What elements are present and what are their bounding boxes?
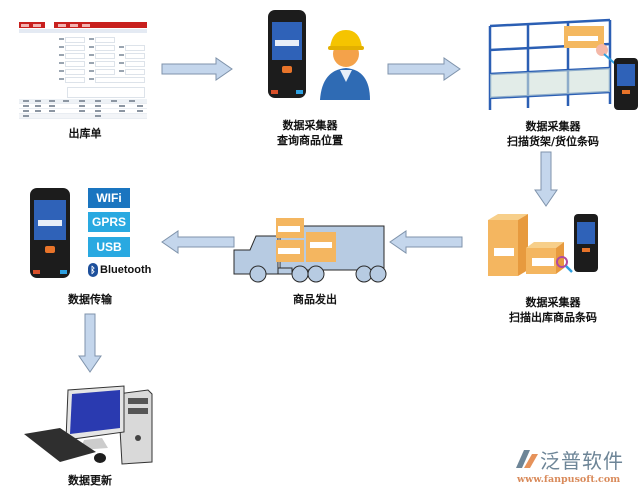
usb-badge: USB	[88, 237, 130, 257]
bluetooth-text: Bluetooth	[100, 264, 152, 276]
arrow-down-1	[534, 151, 558, 207]
wifi-badge: WIFi	[88, 188, 130, 208]
gprs-badge: GPRS	[88, 212, 130, 232]
scan-shelf-label: 数据采集器 扫描货架/货位条码	[488, 119, 618, 149]
logo-name: 泛普软件	[540, 449, 624, 473]
form-tabs	[21, 22, 90, 28]
scan-shelf-label-line1: 数据采集器	[525, 120, 581, 133]
scan-goods-label-line1: 数据采集器	[525, 296, 581, 309]
cargo-boxes-icon	[276, 218, 336, 262]
form-items-grid	[19, 99, 147, 119]
arrow-left-2	[161, 230, 235, 254]
small-box-icon	[526, 242, 564, 274]
arrow-right-1	[161, 57, 233, 81]
desktop-computer-icon	[24, 385, 153, 465]
handheld-terminal-icon	[268, 10, 306, 98]
warehouse-shelf-scanner-icon	[488, 18, 638, 110]
delivery-order-label: 出库单	[68, 127, 102, 140]
delivery-order-form-thumbnail	[17, 19, 149, 119]
ship-goods-label: 商品发出	[293, 293, 337, 306]
query-location-label-line1: 数据采集器	[282, 119, 338, 132]
monitor-icon	[65, 385, 125, 450]
large-box-icon	[488, 214, 528, 276]
query-location-label-line2: 查询商品位置	[277, 134, 343, 147]
arrow-down-2	[78, 313, 102, 373]
scanner-terminal-icon	[574, 214, 598, 272]
form-memo-field	[67, 87, 145, 98]
arrow-right-2	[387, 57, 461, 81]
handheld-terminal-icon	[30, 188, 70, 278]
data-transfer-label: 数据传输	[68, 293, 112, 306]
bluetooth-badge: ᛒ Bluetooth	[88, 263, 151, 277]
bluetooth-icon: ᛒ	[88, 263, 98, 277]
mouse-icon	[94, 453, 106, 463]
scan-goods-label-line2: 扫描出库商品条码	[509, 311, 597, 324]
logo-url: www.fanpusoft.com	[517, 474, 621, 485]
boxes-icon	[564, 26, 604, 48]
scan-goods-label: 数据采集器 扫描出库商品条码	[488, 295, 618, 325]
handheld-terminal-and-worker-icon	[268, 10, 370, 100]
scan-shelf-label-line2: 扫描货架/货位条码	[506, 135, 600, 148]
arrow-left-1	[389, 230, 463, 254]
fanpu-logo-icon	[516, 450, 538, 468]
scanner-terminal-icon	[614, 58, 638, 110]
magnifier-icon	[556, 256, 573, 273]
truck-icon	[233, 218, 387, 283]
boxes-scanner-icon	[488, 214, 598, 276]
worker-icon	[320, 30, 370, 100]
query-location-label: 数据采集器 查询商品位置	[255, 118, 365, 148]
keyboard-icon	[24, 428, 96, 462]
data-update-label: 数据更新	[68, 474, 112, 487]
tower-icon	[117, 389, 153, 465]
form-toolbar	[19, 29, 147, 33]
